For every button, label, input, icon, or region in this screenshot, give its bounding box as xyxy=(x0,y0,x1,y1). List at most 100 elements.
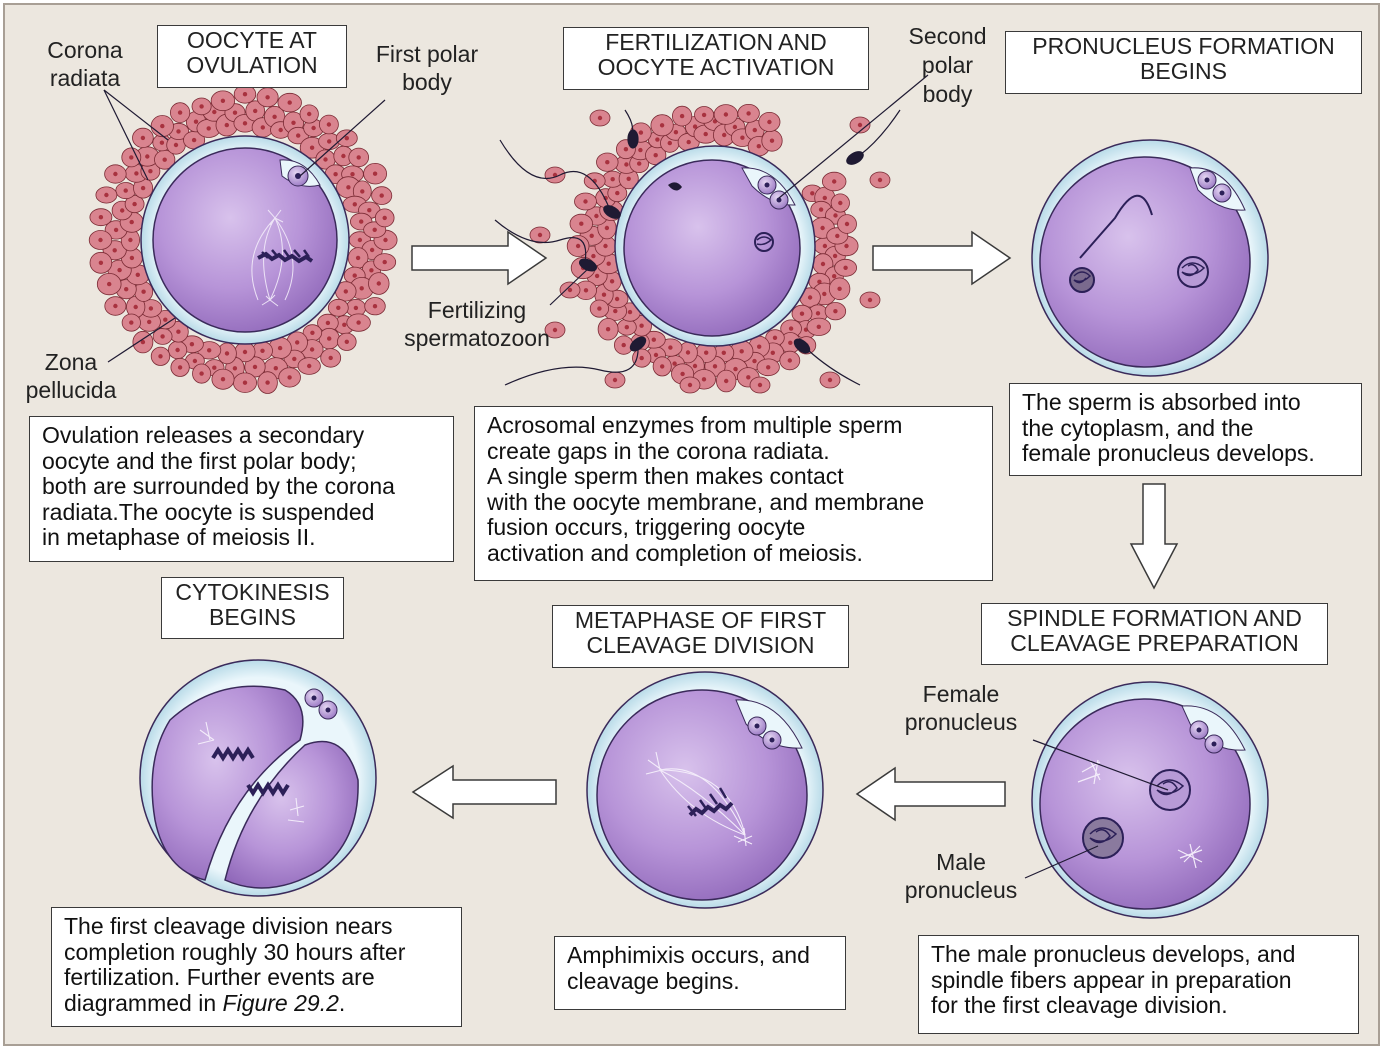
label-first-polar-body: First polar body xyxy=(362,40,492,96)
corona-cell-nucleus xyxy=(233,111,237,115)
corona-cell-nucleus xyxy=(594,214,598,218)
corona-cell-nucleus xyxy=(99,215,103,219)
corona-cell-nucleus xyxy=(113,172,117,176)
oocyte-ovulation-cell xyxy=(141,136,349,344)
corona-cell-nucleus xyxy=(178,110,182,114)
corona-cell-nucleus xyxy=(757,345,761,349)
corona-cell-nucleus xyxy=(329,356,333,360)
corona-cell-nucleus xyxy=(832,274,836,278)
corona-cell-nucleus xyxy=(341,154,345,158)
arrow-stage1-to-stage2 xyxy=(412,232,546,284)
corona-cell-nucleus xyxy=(130,256,134,260)
title-line: CLEAVAGE PREPARATION xyxy=(988,631,1321,656)
corona-cell-nucleus xyxy=(136,273,140,277)
corona-cell-nucleus xyxy=(637,161,641,165)
corona-cell-nucleus xyxy=(740,136,744,140)
corona-cell-nucleus xyxy=(221,99,225,103)
label-line: body xyxy=(895,80,1000,109)
corona-cell-nucleus xyxy=(233,366,237,370)
corona-cell-nucleus xyxy=(190,342,194,346)
corona-cell-nucleus xyxy=(693,364,697,368)
caption-line: oocyte and the first polar body; xyxy=(42,449,441,475)
corona-cell-nucleus xyxy=(844,244,848,248)
corona-cell-nucleus xyxy=(327,122,331,126)
corona-cell-nucleus xyxy=(868,298,872,302)
title-pronucleus-formation: PRONUCLEUS FORMATION BEGINS xyxy=(1005,31,1362,94)
title-line: OOCYTE ACTIVATION xyxy=(570,55,862,80)
corona-cell-nucleus xyxy=(654,353,658,357)
corona-cell-nucleus xyxy=(113,304,117,308)
corona-cell-nucleus xyxy=(129,320,133,324)
corona-cell-nucleus xyxy=(327,139,331,143)
corona-cell-nucleus xyxy=(788,358,792,362)
corona-cell-nucleus xyxy=(117,268,121,272)
corona-cell-nucleus xyxy=(605,160,609,164)
corona-cell-nucleus xyxy=(327,336,331,340)
corona-cell-nucleus xyxy=(579,222,583,226)
corona-cell-nucleus xyxy=(207,126,211,130)
caption-line: the cytoplasm, and the xyxy=(1022,416,1349,442)
title-line: BEGINS xyxy=(1012,59,1355,84)
corona-cell-nucleus xyxy=(323,157,327,161)
corona-cell-nucleus xyxy=(333,172,337,176)
title-spindle-formation: SPINDLE FORMATION AND CLEAVAGE PREPARATI… xyxy=(981,603,1328,665)
corona-cell-nucleus xyxy=(141,136,145,140)
corona-cell-nucleus xyxy=(261,125,265,129)
caption-line: fertilization. Further events are xyxy=(64,965,449,991)
corona-cell-nucleus xyxy=(221,377,225,381)
corona-cell-nucleus xyxy=(383,260,387,264)
corona-cell-nucleus xyxy=(823,196,827,200)
corona-cell-nucleus xyxy=(383,216,387,220)
corona-cell-nucleus xyxy=(767,120,771,124)
corona-cell-nucleus xyxy=(753,128,757,132)
corona-cell-nucleus xyxy=(672,361,676,365)
caption-pronucleus: The sperm is absorbed into the cytoplasm… xyxy=(1009,383,1362,476)
title-line: METAPHASE OF FIRST xyxy=(559,608,842,633)
metaphase-cell xyxy=(587,672,823,908)
corona-cell-nucleus xyxy=(243,92,247,96)
caption-line: The male pronucleus develops, and xyxy=(931,942,1346,968)
corona-cell-nucleus xyxy=(680,372,684,376)
label-line: pronucleus xyxy=(890,708,1032,736)
corona-cell-nucleus xyxy=(134,305,138,309)
label-line: spermatozoon xyxy=(389,324,565,352)
corona-cell-nucleus xyxy=(639,130,643,134)
corona-cell-nucleus xyxy=(757,144,761,148)
corona-cell-nucleus xyxy=(660,364,664,368)
label-line: body xyxy=(362,68,492,96)
corona-cell-nucleus xyxy=(291,121,295,125)
corona-cell-nucleus xyxy=(326,321,330,325)
corona-cell-nucleus xyxy=(652,338,656,342)
arrow-stage2-to-stage3 xyxy=(873,232,1010,284)
corona-cell-nucleus xyxy=(605,226,609,230)
caption-line: The first cleavage division nears xyxy=(64,914,449,940)
corona-cell-nucleus xyxy=(603,244,607,248)
corona-cell-nucleus xyxy=(615,297,619,301)
corona-cell-nucleus xyxy=(113,248,117,252)
corona-cell-nucleus xyxy=(141,186,145,190)
corona-cell-nucleus xyxy=(310,331,314,335)
corona-cell-nucleus xyxy=(816,311,820,315)
caption-line: fusion occurs, triggering oocyte xyxy=(487,515,980,541)
corona-cell-nucleus xyxy=(353,202,357,206)
corona-cell-nucleus xyxy=(292,357,296,361)
corona-cell-nucleus xyxy=(595,274,599,278)
corona-cell-nucleus xyxy=(606,327,610,331)
corona-cell-nucleus xyxy=(370,248,374,252)
caption-line: create gaps in the corona radiata. xyxy=(487,439,980,465)
corona-cell-nucleus xyxy=(746,375,750,379)
corona-cell-nucleus xyxy=(310,347,314,351)
corona-cell-nucleus xyxy=(615,191,619,195)
corona-cell-nucleus xyxy=(342,323,346,327)
corona-cell-nucleus xyxy=(225,351,229,355)
label-female-pronucleus: Female pronucleus xyxy=(890,680,1032,736)
corona-cell-nucleus xyxy=(207,348,211,352)
corona-cell-nucleus xyxy=(704,132,708,136)
corona-cell-nucleus xyxy=(843,266,847,270)
corona-cell-nucleus xyxy=(163,318,167,322)
caption-ovulation: Ovulation releases a secondary oocyte an… xyxy=(29,416,454,562)
title-line: BEGINS xyxy=(168,605,337,630)
corona-cell-nucleus xyxy=(722,351,726,355)
corona-cell-nucleus xyxy=(346,185,350,189)
corona-cell-nucleus xyxy=(789,326,793,330)
